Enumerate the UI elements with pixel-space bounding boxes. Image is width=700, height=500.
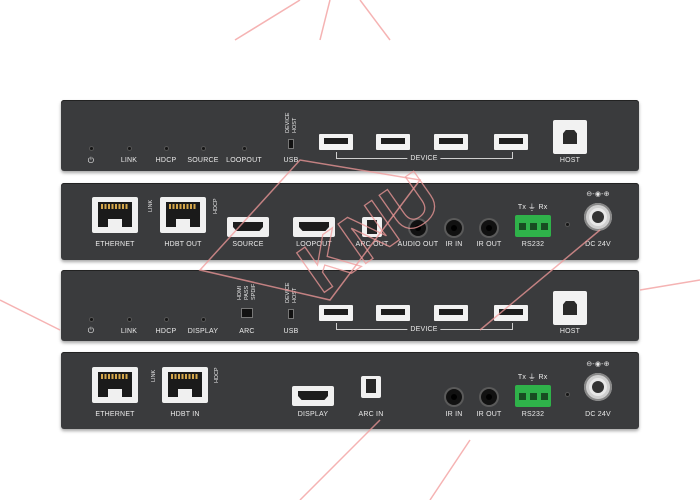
panel-unit1-front: ⏻ LINK HDCP SOURCE LOOPOUT DEVICE HOST U… [61, 100, 639, 171]
ir-in-jack[interactable] [446, 220, 462, 236]
usb-mode-switch-2[interactable] [288, 309, 294, 319]
panel-unit1-rear: ETHERNET LINK HDCP HDBT OUT SOURCE LOOPO… [61, 183, 639, 260]
led-loopout [243, 147, 246, 150]
usb-a-port-2[interactable] [376, 134, 410, 150]
usb-a-port-4[interactable] [494, 134, 528, 150]
usb-a-port-7[interactable] [434, 305, 468, 321]
rs232-tx-label: Tx [517, 204, 527, 211]
ethernet-port[interactable] [92, 197, 138, 233]
led-link [128, 147, 131, 150]
usb-label-2: USB [283, 328, 299, 335]
device-label-2: DEVICE [407, 326, 441, 333]
led-hdcp [165, 147, 168, 150]
audio-out-jack[interactable] [410, 220, 426, 236]
usb-mode-switch[interactable] [288, 139, 294, 149]
link-label: LINK [148, 199, 154, 212]
rs232-label-2: RS232 [521, 411, 545, 418]
arc-mode-hdmi: HDMI [237, 285, 243, 300]
rs232-terminal-block[interactable] [515, 215, 551, 237]
hdbt-out-port[interactable] [160, 197, 206, 233]
usb-a-port-1[interactable] [319, 134, 353, 150]
usb-switch-label-device-2: DEVICE [285, 282, 291, 303]
ethernet-port-2[interactable] [92, 367, 138, 403]
hdbt-in-label: HDBT IN [170, 411, 200, 418]
panel-unit2-front: ⏻ LINK HDCP DISPLAY HDMI PASS SPDIF ARC … [61, 270, 639, 341]
ir-in-jack-2[interactable] [446, 389, 462, 405]
led-power-2 [90, 318, 93, 321]
usb-label: USB [283, 157, 299, 164]
ir-in-label: IR IN [445, 241, 463, 248]
dc-24v-label-2: DC 24V [585, 411, 611, 418]
led-label-display-2: DISPLAY [187, 328, 219, 335]
hdmi-loopout-port[interactable] [293, 217, 335, 237]
usb-a-port-5[interactable] [319, 305, 353, 321]
rs232-rx-label: Rx [538, 204, 548, 211]
led-label-source: SOURCE [187, 157, 219, 164]
dc-power-jack[interactable] [584, 203, 612, 231]
led-label-hdcp-2: HDCP [155, 328, 177, 335]
ethernet-label: ETHERNET [95, 241, 135, 248]
ethernet-label-2: ETHERNET [95, 411, 135, 418]
power-icon-2: ⏻ [87, 326, 95, 335]
hdcp-label: HDCP [213, 198, 219, 214]
dc-power-jack-2[interactable] [584, 373, 612, 401]
ir-in-label-2: IR IN [445, 411, 463, 418]
hdbt-out-label: HDBT OUT [164, 241, 202, 248]
usb-switch-label-host-2: HOST [292, 287, 298, 303]
led-display-2 [202, 318, 205, 321]
ground-icon-2: ⏚ [527, 373, 537, 382]
usb-a-port-8[interactable] [494, 305, 528, 321]
led-label-loopout: LOOPOUT [226, 157, 262, 164]
led-power [90, 147, 93, 150]
polarity-icon-2: ⊖-◉-⊕ [586, 361, 610, 368]
polarity-icon: ⊖-◉-⊕ [586, 191, 610, 198]
usb-a-port-3[interactable] [434, 134, 468, 150]
ir-out-label-2: IR OUT [476, 411, 502, 418]
led-source [202, 147, 205, 150]
source-label: SOURCE [232, 241, 264, 248]
host-label: HOST [559, 157, 581, 164]
hdmi-source-port[interactable] [227, 217, 269, 237]
hdbt-in-port[interactable] [162, 367, 208, 403]
hdcp-label-2: HDCP [214, 367, 220, 383]
usb-switch-label-device: DEVICE [285, 112, 291, 133]
arc-label: ARC [239, 328, 255, 335]
led-hdcp-2 [165, 318, 168, 321]
panel-unit2-rear: ETHERNET LINK HDCP HDBT IN DISPLAY ARC I… [61, 352, 639, 429]
ir-out-label: IR OUT [476, 241, 502, 248]
power-icon: ⏻ [87, 156, 95, 165]
led-label-link: LINK [120, 157, 138, 164]
usb-b-host-port[interactable] [553, 120, 587, 154]
ir-out-jack-2[interactable] [481, 389, 497, 405]
link-label-2: LINK [151, 369, 157, 382]
ground-icon: ⏚ [527, 203, 537, 212]
power-led-rear-2 [566, 393, 569, 396]
power-led-rear [566, 223, 569, 226]
host-label-2: HOST [559, 328, 581, 335]
rs232-rx-label-2: Rx [538, 374, 548, 381]
device-label: DEVICE [407, 155, 441, 162]
ir-out-jack[interactable] [481, 220, 497, 236]
arc-in-optical-port[interactable] [361, 376, 381, 398]
arc-in-label: ARC IN [358, 411, 384, 418]
arc-mode-spdif: SPDIF [251, 283, 257, 300]
loopout-label: LOOPOUT [296, 241, 332, 248]
rs232-terminal-block-2[interactable] [515, 385, 551, 407]
audio-out-label: AUDIO OUT [397, 241, 439, 248]
arc-mode-pass: PASS [244, 285, 250, 300]
arc-mode-switch[interactable] [241, 308, 253, 318]
usb-switch-label-host: HOST [292, 117, 298, 133]
rs232-tx-label-2: Tx [517, 374, 527, 381]
usb-a-port-6[interactable] [376, 305, 410, 321]
led-label-hdcp: HDCP [155, 157, 177, 164]
arc-out-optical-port[interactable] [362, 217, 382, 237]
arc-out-label: ARC OUT [355, 241, 389, 248]
led-link-2 [128, 318, 131, 321]
led-label-link-2: LINK [120, 328, 138, 335]
dc-24v-label: DC 24V [585, 241, 611, 248]
display-label: DISPLAY [297, 411, 329, 418]
rs232-label: RS232 [521, 241, 545, 248]
hdmi-display-port[interactable] [292, 386, 334, 406]
usb-b-host-port-2[interactable] [553, 291, 587, 325]
